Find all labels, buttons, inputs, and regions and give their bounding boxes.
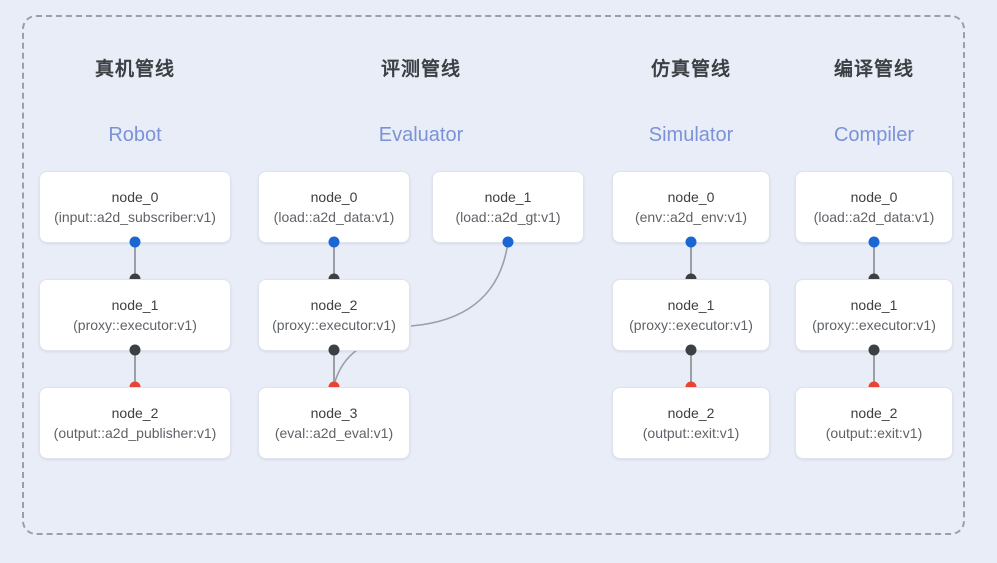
node-name: node_0 — [667, 189, 715, 205]
column-title-en-evaluator: Evaluator — [378, 124, 464, 146]
edge-eval-node1-to-node2 — [410, 241, 509, 327]
column-header-compiler: 编译管线 — [834, 58, 914, 82]
edge-robot-1-2 — [134, 350, 136, 388]
column-title-cn-robot: 真机管线 — [94, 59, 176, 80]
port-output-dark-compiler-1[interactable] — [868, 344, 880, 356]
port-output-dark-robot-1[interactable] — [129, 344, 141, 356]
node-spec: (eval::a2d_eval:v1) — [274, 425, 394, 441]
port-output-blue-evaluator-1[interactable] — [502, 236, 514, 248]
column-subtitle-compiler: Compiler — [834, 122, 914, 148]
node-spec: (input::a2d_subscriber:v1) — [54, 209, 216, 225]
port-output-blue-simulator-0[interactable] — [685, 236, 697, 248]
node-evaluator-0[interactable]: node_0 (load::a2d_data:v1) — [258, 171, 410, 243]
node-compiler-0[interactable]: node_0 (load::a2d_data:v1) — [795, 171, 953, 243]
node-spec: (load::a2d_gt:v1) — [455, 209, 561, 225]
column-subtitle-robot: Robot — [108, 122, 161, 148]
port-output-dark-simulator-1[interactable] — [685, 344, 697, 356]
node-simulator-0[interactable]: node_0 (env::a2d_env:v1) — [612, 171, 770, 243]
node-name: node_2 — [850, 405, 898, 421]
node-name: node_0 — [850, 189, 898, 205]
node-name: node_2 — [111, 405, 159, 421]
edge-evaluator-0-2 — [333, 242, 335, 280]
column-title-en-compiler: Compiler — [833, 124, 915, 146]
column-subtitle-simulator: Simulator — [649, 122, 733, 148]
column-title-en-simulator: Simulator — [648, 124, 734, 146]
node-robot-0[interactable]: node_0 (input::a2d_subscriber:v1) — [39, 171, 231, 243]
column-subtitle-evaluator: Evaluator — [379, 122, 464, 148]
port-output-blue-evaluator-0[interactable] — [328, 236, 340, 248]
node-robot-2[interactable]: node_2 (output::a2d_publisher:v1) — [39, 387, 231, 459]
node-spec: (load::a2d_data:v1) — [273, 209, 395, 225]
edge-compiler-1-2 — [873, 350, 875, 388]
node-spec: (output::exit:v1) — [825, 425, 923, 441]
node-simulator-2[interactable]: node_2 (output::exit:v1) — [612, 387, 770, 459]
node-spec: (output::a2d_publisher:v1) — [53, 425, 217, 441]
node-name: node_0 — [310, 189, 358, 205]
edge-robot-0-1 — [134, 242, 136, 280]
node-name: node_1 — [111, 297, 159, 313]
node-spec: (proxy::executor:v1) — [629, 317, 753, 333]
node-compiler-2[interactable]: node_2 (output::exit:v1) — [795, 387, 953, 459]
node-name: node_1 — [484, 189, 532, 205]
column-header-evaluator: 评测管线 — [381, 58, 461, 82]
node-spec: (env::a2d_env:v1) — [634, 209, 748, 225]
node-evaluator-1[interactable]: node_1 (load::a2d_gt:v1) — [432, 171, 584, 243]
node-name: node_0 — [111, 189, 159, 205]
node-evaluator-2[interactable]: node_2 (proxy::executor:v1) — [258, 279, 410, 351]
node-name: node_2 — [667, 405, 715, 421]
port-output-blue-compiler-0[interactable] — [868, 236, 880, 248]
node-spec: (proxy::executor:v1) — [812, 317, 936, 333]
column-title-en-robot: Robot — [108, 124, 162, 146]
column-header-robot: 真机管线 — [95, 58, 175, 82]
node-spec: (load::a2d_data:v1) — [813, 209, 935, 225]
node-simulator-1[interactable]: node_1 (proxy::executor:v1) — [612, 279, 770, 351]
node-robot-1[interactable]: node_1 (proxy::executor:v1) — [39, 279, 231, 351]
edge-compiler-0-1 — [873, 242, 875, 280]
node-spec: (proxy::executor:v1) — [272, 317, 396, 333]
node-spec: (proxy::executor:v1) — [73, 317, 197, 333]
edge-simulator-0-1 — [690, 242, 692, 280]
node-compiler-1[interactable]: node_1 (proxy::executor:v1) — [795, 279, 953, 351]
port-output-blue-robot-0[interactable] — [129, 236, 141, 248]
edge-simulator-1-2 — [690, 350, 692, 388]
column-title-cn-simulator: 仿真管线 — [650, 59, 732, 80]
node-name: node_1 — [667, 297, 715, 313]
node-evaluator-3[interactable]: node_3 (eval::a2d_eval:v1) — [258, 387, 410, 459]
edge-evaluator-2-3 — [333, 350, 335, 388]
node-name: node_3 — [310, 405, 358, 421]
edge-eval-node2-to-node3 — [333, 349, 358, 386]
node-spec: (output::exit:v1) — [642, 425, 740, 441]
column-title-cn-evaluator: 评测管线 — [380, 59, 462, 80]
node-name: node_1 — [850, 297, 898, 313]
column-header-simulator: 仿真管线 — [651, 58, 731, 82]
port-output-dark-evaluator-2[interactable] — [328, 344, 340, 356]
node-name: node_2 — [310, 297, 358, 313]
column-title-cn-compiler: 编译管线 — [833, 59, 915, 80]
